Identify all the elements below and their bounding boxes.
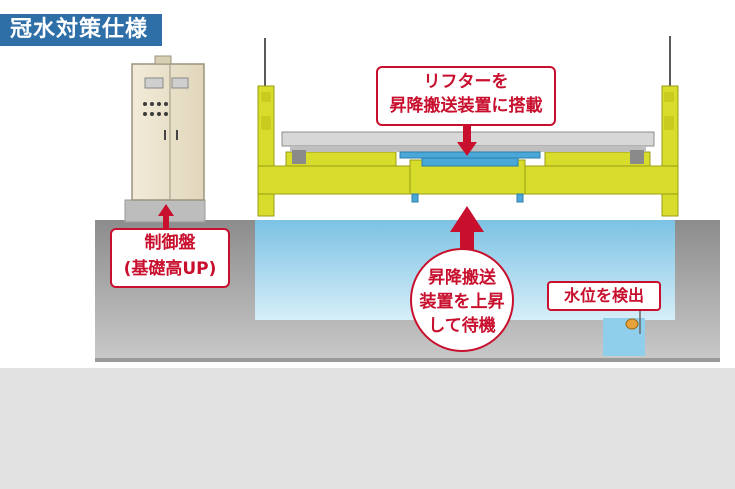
- guide-rods: [264, 36, 671, 86]
- lifter-callout-line-1: リフターを: [423, 72, 509, 92]
- standby-callout-line-2: 装置を上昇: [419, 292, 505, 312]
- control-panel-callout-line-1: 制御盤: [144, 233, 196, 253]
- bottom-band: [0, 368, 735, 489]
- standby-callout: 昇降搬送 装置を上昇 して待機: [410, 248, 514, 352]
- panel-arrow: [158, 204, 174, 228]
- standby-callout-line-1: 昇降搬送: [428, 268, 496, 288]
- control-panel-callout-line-2: (基礎高UP): [123, 259, 217, 279]
- lifter: [399, 151, 541, 203]
- standby-callout-line-3: して待機: [428, 316, 496, 336]
- lifter-arrow: [457, 124, 477, 156]
- standby-arrow: [450, 206, 484, 252]
- control-panel-callout: 制御盤 (基礎高UP): [110, 228, 230, 288]
- page-title: 冠水対策仕様: [0, 14, 163, 46]
- lifter-callout: リフターを 昇降搬送装置に搭載: [376, 66, 556, 126]
- control-panel: [124, 55, 206, 223]
- water-sensor: [625, 310, 641, 334]
- water-level-callout: 水位を検出: [547, 281, 661, 311]
- lifter-callout-line-2: 昇降搬送装置に搭載: [389, 96, 543, 116]
